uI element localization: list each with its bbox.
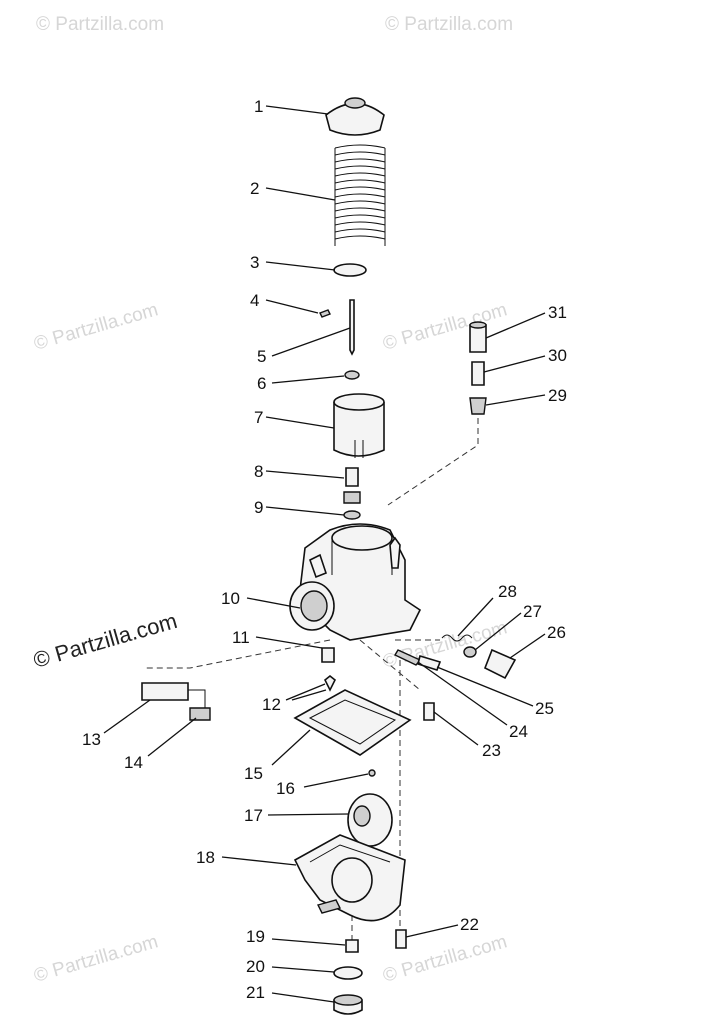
callout-10: 10: [221, 589, 240, 608]
watermark-mid-left: © Partzilla.com: [32, 299, 161, 354]
callout-27: 27: [523, 602, 542, 621]
part-3-washer: [333, 263, 367, 277]
part-6-needle-seat: [344, 370, 360, 380]
callout-13: 13: [82, 730, 101, 749]
assembly-line-float-pin: [359, 639, 421, 691]
part-7-throttle-slide: [333, 393, 385, 458]
callout-6: 6: [257, 374, 266, 393]
part-23-screw: [423, 702, 435, 721]
callout-9: 9: [254, 498, 263, 517]
leader-lines: [103, 105, 546, 1003]
callout-17: 17: [244, 806, 263, 825]
callout-14: 14: [124, 753, 143, 772]
part-27-washer: [463, 646, 477, 658]
callout-29: 29: [548, 386, 567, 405]
part-20-o-ring: [333, 966, 363, 980]
part-17-float: [347, 793, 393, 847]
callout-31: 31: [548, 303, 567, 322]
part-4-clip: [319, 309, 331, 318]
part-8-needle-jet-nut: [343, 491, 361, 504]
part-22-screw: [395, 929, 407, 949]
callout-3: 3: [250, 253, 259, 272]
assembly-line-pilot-screw: [387, 418, 479, 506]
callout-24: 24: [509, 722, 528, 741]
callout-4: 4: [250, 291, 259, 310]
callout-16: 16: [276, 779, 295, 798]
callout-30: 30: [548, 346, 567, 365]
part-13-vent-hose: [141, 682, 189, 701]
callout-28: 28: [498, 582, 517, 601]
callout-23: 23: [482, 741, 501, 760]
part-10-carburetor-body: [289, 523, 422, 641]
part-8-needle-jet: [345, 467, 359, 487]
part-24-idle-screw: [394, 649, 422, 666]
callout-22: 22: [460, 915, 479, 934]
callout-21: 21: [246, 983, 265, 1002]
callout-25: 25: [535, 699, 554, 718]
part-2-spring: [334, 144, 386, 246]
part-30-spring: [471, 361, 485, 386]
part-19-main-jet: [345, 939, 359, 953]
watermark-mid-right: © Partzilla.com: [381, 299, 510, 354]
callout-12: 12: [262, 695, 281, 714]
part-25-screw-body: [417, 654, 442, 671]
part-9-washer: [343, 510, 361, 520]
part-26-adjuster-knob: [483, 648, 517, 680]
part-15-float-bowl-gasket: [293, 689, 412, 756]
callout-8: 8: [254, 462, 263, 481]
part-16-check-ball: [368, 769, 376, 777]
assembly-line-drain-hose: [145, 639, 331, 669]
part-11-float-valve-seat: [321, 647, 335, 663]
callout-labels: 1 2 3 4 5 6 7 8 9 10 11 12 13 14 15 16 1…: [82, 97, 567, 1002]
callout-20: 20: [246, 957, 265, 976]
callout-1: 1: [254, 97, 263, 116]
callout-15: 15: [244, 764, 263, 783]
part-31-pilot-screw-cap: [469, 321, 487, 353]
part-28-spring: [441, 634, 473, 642]
callout-7: 7: [254, 408, 263, 427]
callout-19: 19: [246, 927, 265, 946]
callout-2: 2: [250, 179, 259, 198]
callout-26: 26: [547, 623, 566, 642]
part-21-drain-plug: [333, 994, 363, 1015]
part-1-top-cap: [325, 97, 385, 136]
watermark-top-left: © Partzilla.com: [36, 14, 164, 35]
part-5-jet-needle: [349, 299, 355, 356]
part-18-float-bowl: [293, 834, 406, 922]
part-29-washer: [469, 397, 487, 415]
callout-5: 5: [257, 347, 266, 366]
watermark-bottom-left: © Partzilla.com: [32, 931, 161, 986]
part-14-hose-clip: [189, 707, 211, 721]
callout-11: 11: [232, 628, 250, 647]
watermarks: © Partzilla.com © Partzilla.com © Partzi…: [30, 14, 513, 987]
callout-18: 18: [196, 848, 215, 867]
part-12-float-needle: [323, 674, 337, 692]
watermark-top-right: © Partzilla.com: [385, 14, 513, 35]
watermark-center-bold: © Partzilla.com: [30, 608, 179, 673]
